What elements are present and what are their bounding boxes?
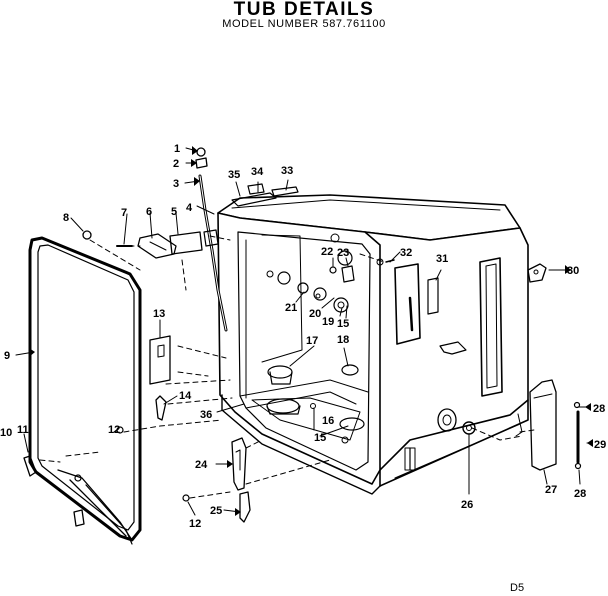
callout-16: 16 xyxy=(322,415,334,427)
callout-24: 24 xyxy=(195,459,208,471)
callout-18: 18 xyxy=(337,334,349,346)
callout-19: 19 xyxy=(322,316,334,328)
callout-25: 25 xyxy=(210,505,222,517)
callout-11: 11 xyxy=(17,424,29,436)
callout-3: 3 xyxy=(173,178,179,190)
callout-29: 29 xyxy=(594,439,606,451)
callout-7: 7 xyxy=(121,207,127,219)
callout-32: 32 xyxy=(400,247,412,259)
callout-20: 20 xyxy=(309,308,321,320)
callout-23: 23 xyxy=(337,247,349,259)
callout-5: 5 xyxy=(171,206,177,218)
assembly-lines xyxy=(39,235,535,499)
callout-31: 31 xyxy=(436,253,448,265)
callout-34: 34 xyxy=(251,166,264,178)
callout-1: 1 xyxy=(174,143,180,155)
callout-15b: 15 xyxy=(314,432,326,444)
callout-17: 17 xyxy=(306,335,318,347)
side-parts xyxy=(149,263,582,523)
callout-26: 26 xyxy=(461,499,473,511)
callout-9: 9 xyxy=(4,350,10,362)
callout-10: 10 xyxy=(0,427,12,439)
callout-4: 4 xyxy=(186,202,193,214)
callout-6: 6 xyxy=(146,206,152,218)
callout-2: 2 xyxy=(173,158,179,170)
callout-21: 21 xyxy=(285,302,297,314)
callout-28b: 28 xyxy=(574,488,586,500)
callout-8: 8 xyxy=(63,212,69,224)
callout-22: 22 xyxy=(321,246,333,258)
callout-15: 15 xyxy=(337,318,349,330)
page-code: D5 xyxy=(510,582,525,594)
page-title: TUB DETAILS xyxy=(233,0,375,20)
model-number: MODEL NUMBER 587.761100 xyxy=(222,18,386,30)
callout-labels: 1 2 3 4 5 6 7 8 9 10 11 12 12 13 14 15 1… xyxy=(0,143,606,530)
callout-13: 13 xyxy=(153,308,165,320)
callout-27: 27 xyxy=(545,484,557,496)
tub-body xyxy=(82,147,529,495)
callout-14: 14 xyxy=(179,390,192,402)
callout-28: 28 xyxy=(593,403,605,415)
callout-35: 35 xyxy=(228,169,240,181)
callout-12b: 12 xyxy=(189,518,201,530)
callout-12: 12 xyxy=(108,424,120,436)
callout-36: 36 xyxy=(200,409,212,421)
callout-30: 30 xyxy=(567,265,579,277)
callout-arrows xyxy=(29,146,593,516)
callout-33: 33 xyxy=(281,165,293,177)
door-gasket xyxy=(23,236,142,545)
